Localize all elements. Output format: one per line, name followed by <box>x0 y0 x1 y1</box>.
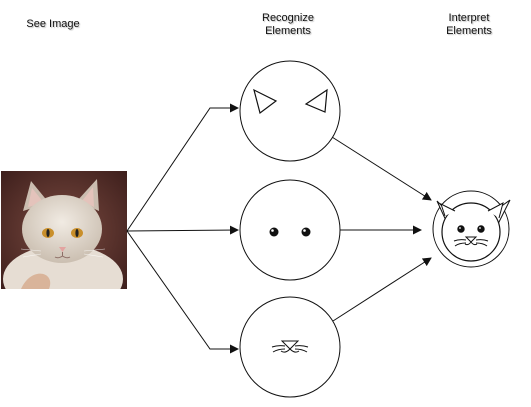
ears-node <box>239 60 341 162</box>
arrow-mouth-to-face <box>332 257 432 322</box>
eyes-node <box>239 179 341 281</box>
arrow-to-mouth <box>126 230 239 354</box>
cat-photo <box>1 171 127 289</box>
ear-triangles-icon <box>253 88 328 115</box>
heading-interpret-elements: Interpret Elements <box>446 12 492 37</box>
arrow-ears-to-face <box>331 136 432 201</box>
heading-see-image: See Image <box>26 18 80 30</box>
arrow-to-eyes <box>126 225 239 235</box>
cat-face-node <box>432 190 511 268</box>
arrow-to-ears <box>126 103 239 232</box>
nose-mouth-whiskers-icon <box>271 340 309 353</box>
cat-face-icon <box>436 199 511 262</box>
eyes-icon <box>269 227 311 237</box>
heading-recognize-elements: Recognize Elements <box>262 12 314 37</box>
mouth-node <box>239 296 341 398</box>
